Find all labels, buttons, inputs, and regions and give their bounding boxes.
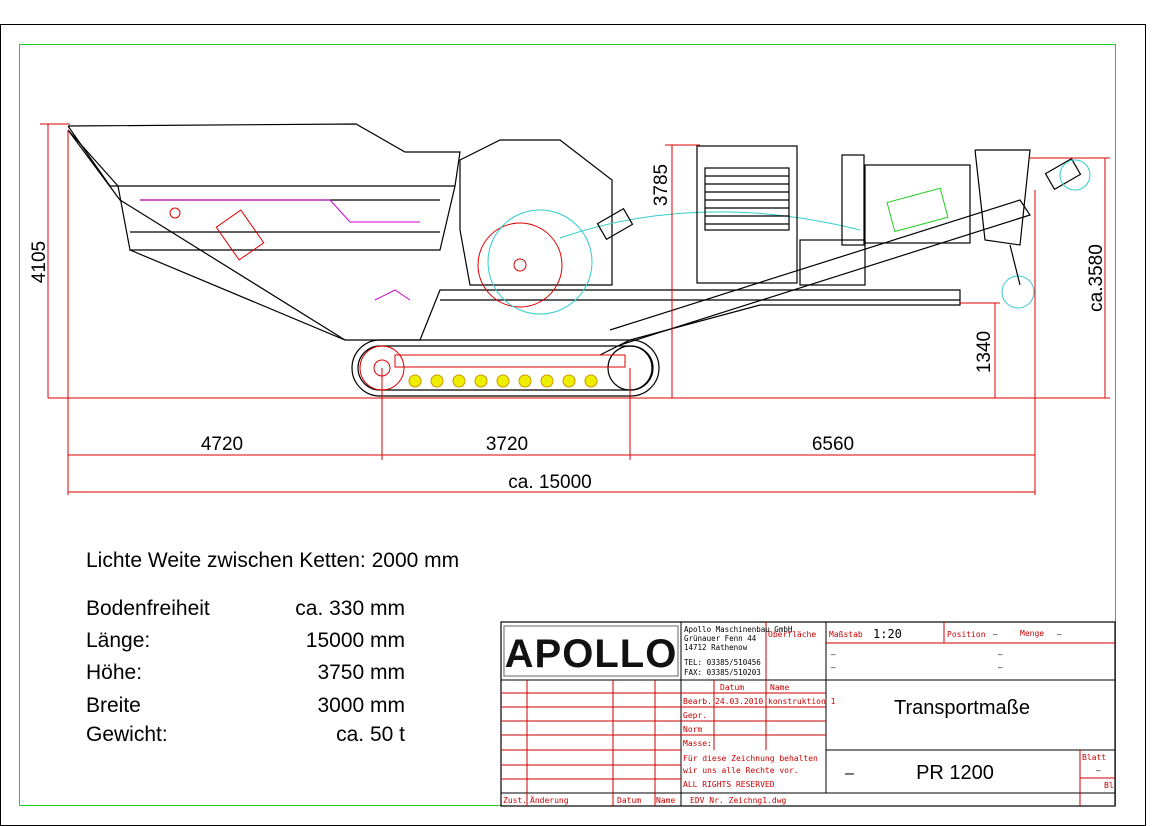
spec-value: 3750 mm [317, 661, 405, 684]
track-rollers [408, 374, 598, 388]
rights-text: Für diese Zeichnung behalten [683, 754, 818, 763]
dim-length-track: 3720 [486, 434, 528, 455]
rev-header: Name [656, 796, 675, 805]
drawing-number: PR 1200 [916, 762, 994, 784]
dim-length-total: ca. 15000 [508, 472, 591, 493]
norm-label: Norm [683, 725, 702, 734]
company-tel: TEL: 03385/510456 [684, 658, 761, 667]
spec-label: Breite [86, 694, 141, 717]
blatt-label: Blatt [1082, 753, 1106, 762]
bl-label: Bl [1104, 781, 1114, 790]
rev-header: Zust. [503, 796, 527, 805]
dim-height-conveyor: ca.3580 [1086, 244, 1107, 312]
drawing-title: Transportmaße [894, 697, 1030, 719]
spec-label: Länge: [86, 629, 150, 652]
apollo-logo: APOLLO [503, 625, 679, 677]
dash: – [831, 650, 836, 659]
spec-label: Gewicht: [86, 723, 168, 746]
dim-length-front: 4720 [201, 434, 243, 455]
oberflaeche-label: Oberfläche [768, 630, 816, 639]
scale-label: Maßstab [829, 630, 863, 639]
bearb-label: Bearb. [683, 697, 712, 706]
menge-value: – [1057, 630, 1062, 639]
menge-label: Menge [1020, 629, 1044, 638]
dash: – [998, 663, 1003, 672]
logo-text: APOLLO [505, 632, 678, 676]
datum-header: Datum [720, 683, 744, 692]
company-city: 14712 Rathenow [684, 643, 748, 652]
dim-length-rear: 6560 [812, 434, 854, 455]
scale-value: 1:20 [873, 627, 902, 641]
dimension-lines [40, 123, 1110, 495]
position-label: Position [947, 630, 986, 639]
spec-label: Höhe: [86, 661, 142, 684]
dash: – [998, 650, 1003, 659]
rights-text: wir uns alle Rechte vor. [683, 766, 799, 775]
spec-track-gap: Lichte Weite zwischen Ketten: 2000 mm [86, 549, 459, 572]
dash: – [831, 663, 836, 672]
name-header: Name [770, 683, 789, 692]
rev-header: Änderung [530, 795, 569, 805]
masse-label: Masse: [683, 739, 712, 748]
blatt-value: – [1096, 766, 1101, 775]
dim-height-discharge: 1340 [974, 331, 995, 373]
rights-reserved: ALL RIGHTS RESERVED [683, 780, 775, 789]
dim-height-total: 4105 [29, 241, 50, 283]
spec-value: ca. 50 t [336, 723, 405, 746]
position-value: – [993, 630, 998, 639]
bearb-date: 24.03.2010 [715, 697, 763, 706]
company-name: Apollo Maschinenbau GmbH [684, 625, 793, 634]
spec-value: 15000 mm [306, 629, 405, 652]
gepr-label: Gepr. [683, 711, 707, 720]
dim-height-crusher: 3785 [651, 164, 672, 206]
company-fax: FAX: 03385/510203 [684, 668, 761, 677]
engine-grille [705, 175, 789, 225]
spec-value: 3000 mm [317, 694, 405, 717]
rev-header: Datum [617, 796, 641, 805]
dash: – [845, 765, 854, 782]
spec-label: Bodenfreiheit [86, 597, 210, 620]
machine-side-view [67, 123, 1091, 397]
bearb-name: konstruktion 1 [768, 697, 836, 706]
spec-value: ca. 330 mm [295, 597, 405, 620]
edv-number: EDV Nr. Zeichng1.dwg [690, 796, 787, 805]
company-street: Grünauer Fenn 44 [684, 634, 757, 643]
